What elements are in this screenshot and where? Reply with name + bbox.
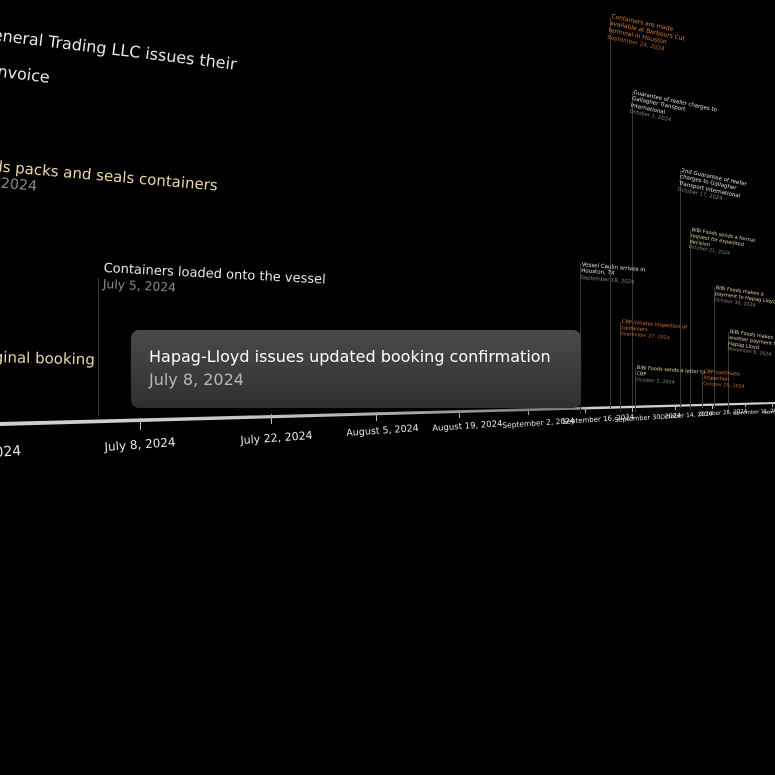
axis-tick — [632, 406, 633, 412]
event-stem — [728, 332, 729, 410]
timeline-event[interactable]: Invoice4 — [0, 61, 51, 105]
axis-tick — [585, 407, 586, 413]
event-stem — [714, 288, 715, 408]
axis-tick — [675, 405, 676, 410]
axis-tick — [528, 408, 529, 415]
axis-tick — [459, 410, 460, 418]
event-stem — [620, 322, 621, 412]
axis-tick — [712, 404, 713, 409]
axis-tick — [271, 414, 272, 424]
event-stem — [632, 92, 633, 407]
event-stem — [702, 372, 703, 408]
axis-tick — [376, 412, 377, 421]
popup-date: July 8, 2024 — [149, 370, 244, 389]
axis-label: November — [763, 408, 775, 416]
event-stem — [690, 230, 691, 410]
event-stem — [635, 368, 636, 412]
event-stem — [610, 18, 611, 408]
axis-tick — [772, 403, 773, 407]
axis-tick — [745, 403, 746, 407]
event-title: ginal booking — [0, 348, 96, 369]
timeline-event[interactable]: ginal booking — [0, 348, 96, 369]
event-popup[interactable]: Hapag-Lloyd issues updated booking confi… — [131, 330, 581, 408]
event-stem — [98, 278, 99, 416]
event-stem — [680, 170, 681, 408]
axis-tick — [140, 418, 141, 430]
axis-label: 024 — [0, 443, 22, 461]
popup-title: Hapag-Lloyd issues updated booking confi… — [149, 347, 551, 366]
